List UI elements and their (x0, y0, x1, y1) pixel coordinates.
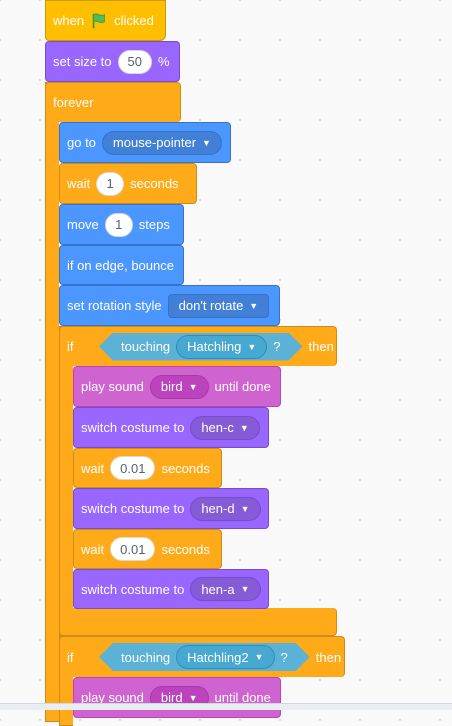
touching-label: touching (121, 339, 171, 354)
go-to-block[interactable]: go to mouse-pointer ▼ (59, 122, 231, 163)
go-to-dropdown[interactable]: mouse-pointer ▼ (101, 130, 222, 155)
move-unit: steps (138, 217, 170, 232)
if-block[interactable]: if touching Hatchling ▼ ? then (59, 326, 337, 366)
sound-dropdown[interactable]: bird ▼ (149, 374, 209, 399)
play-sound-block[interactable]: play sound bird ▼ until done (73, 677, 281, 718)
size-input[interactable]: 50 (117, 49, 152, 74)
costume-value: hen-c (201, 420, 234, 435)
move-label: move (67, 217, 99, 232)
chevron-down-icon: ▼ (188, 381, 198, 392)
chevron-down-icon: ▼ (240, 584, 250, 594)
switch-costume-block[interactable]: switch costume to hen-c ▼ (73, 407, 269, 448)
question-mark: ? (273, 339, 281, 354)
play-sound-label: play sound (81, 690, 144, 705)
forever-block-arm[interactable] (45, 82, 59, 722)
wait-input[interactable]: 0.01 (110, 537, 156, 561)
when-flag-clicked-block[interactable]: when clicked (45, 0, 166, 41)
wait-block[interactable]: wait 0.01 seconds (73, 529, 222, 569)
touching-condition[interactable]: touching Hatchling2 ▼ ? (99, 643, 310, 671)
play-sound-block[interactable]: play sound bird ▼ until done (73, 366, 281, 407)
chevron-down-icon: ▼ (247, 341, 257, 352)
touching-target: Hatchling2 (187, 649, 249, 665)
wait-input[interactable]: 0.01 (110, 456, 156, 480)
green-flag-icon (92, 12, 105, 28)
chevron-down-icon: ▼ (239, 422, 249, 433)
switch-costume-block[interactable]: switch costume to hen-a ▼ (73, 569, 269, 609)
sound-value: bird (160, 690, 183, 705)
chevron-down-icon: ▼ (240, 503, 250, 514)
chevron-down-icon: ▼ (254, 652, 264, 662)
chevron-down-icon: ▼ (188, 692, 198, 703)
costume-value: hen-a (201, 581, 235, 597)
set-rotation-style-block[interactable]: set rotation style don't rotate ▼ (59, 285, 280, 326)
then-label: then (308, 339, 334, 354)
if-block-arm[interactable] (59, 326, 73, 636)
costume-value: hen-d (201, 501, 235, 516)
if-block[interactable]: if touching Hatchling2 ▼ ? then (59, 636, 345, 677)
size-unit: % (158, 54, 170, 69)
go-to-label: go to (67, 135, 96, 150)
switch-costume-label: switch costume to (81, 581, 185, 597)
if-label: if (67, 339, 74, 354)
switch-costume-label: switch costume to (81, 420, 185, 435)
rotation-value: don't rotate (178, 298, 244, 313)
set-size-label: set size to (53, 54, 112, 69)
if-block-bottom[interactable] (59, 608, 337, 636)
play-sound-label: play sound (81, 379, 144, 394)
set-size-block[interactable]: set size to 50 % (45, 41, 180, 82)
until-done-label: until done (214, 690, 271, 705)
chevron-down-icon: ▼ (249, 300, 259, 311)
rotation-dropdown[interactable]: don't rotate ▼ (167, 293, 270, 318)
if-label: if (67, 649, 74, 665)
when-label: when (53, 13, 85, 28)
switch-costume-block[interactable]: switch costume to hen-d ▼ (73, 488, 269, 529)
forever-block[interactable]: forever (45, 82, 181, 122)
touching-condition[interactable]: touching Hatchling ▼ ? (99, 333, 303, 361)
go-to-target: mouse-pointer (112, 135, 197, 150)
wait-unit: seconds (161, 541, 210, 557)
move-input[interactable]: 1 (104, 212, 133, 237)
costume-dropdown[interactable]: hen-c ▼ (190, 415, 260, 440)
wait-label: wait (81, 460, 105, 476)
chevron-down-icon: ▼ (202, 137, 211, 148)
touching-dropdown[interactable]: Hatchling2 ▼ (176, 645, 274, 669)
touching-label: touching (121, 649, 171, 665)
switch-costume-label: switch costume to (81, 501, 185, 516)
sound-value: bird (160, 379, 183, 394)
wait-unit: seconds (130, 176, 179, 191)
clicked-label: clicked (114, 13, 154, 28)
bounce-block[interactable]: if on edge, bounce (59, 245, 184, 285)
bounce-label: if on edge, bounce (67, 257, 174, 273)
costume-dropdown[interactable]: hen-d ▼ (190, 496, 261, 521)
wait-block[interactable]: wait 1 seconds (59, 163, 197, 204)
wait-unit: seconds (161, 460, 210, 476)
horizontal-scrollbar[interactable] (0, 703, 452, 710)
forever-label: forever (53, 95, 94, 110)
wait-label: wait (67, 176, 91, 191)
rotation-label: set rotation style (67, 298, 162, 313)
then-label: then (315, 649, 342, 665)
touching-dropdown[interactable]: Hatchling ▼ (176, 335, 267, 359)
until-done-label: until done (214, 379, 271, 394)
question-mark: ? (280, 649, 288, 665)
wait-label: wait (81, 541, 105, 557)
costume-dropdown[interactable]: hen-a ▼ (190, 577, 261, 601)
touching-target: Hatchling (187, 339, 242, 354)
wait-block[interactable]: wait 0.01 seconds (73, 448, 222, 488)
wait-input[interactable]: 1 (96, 171, 125, 196)
move-block[interactable]: move 1 steps (59, 204, 184, 245)
